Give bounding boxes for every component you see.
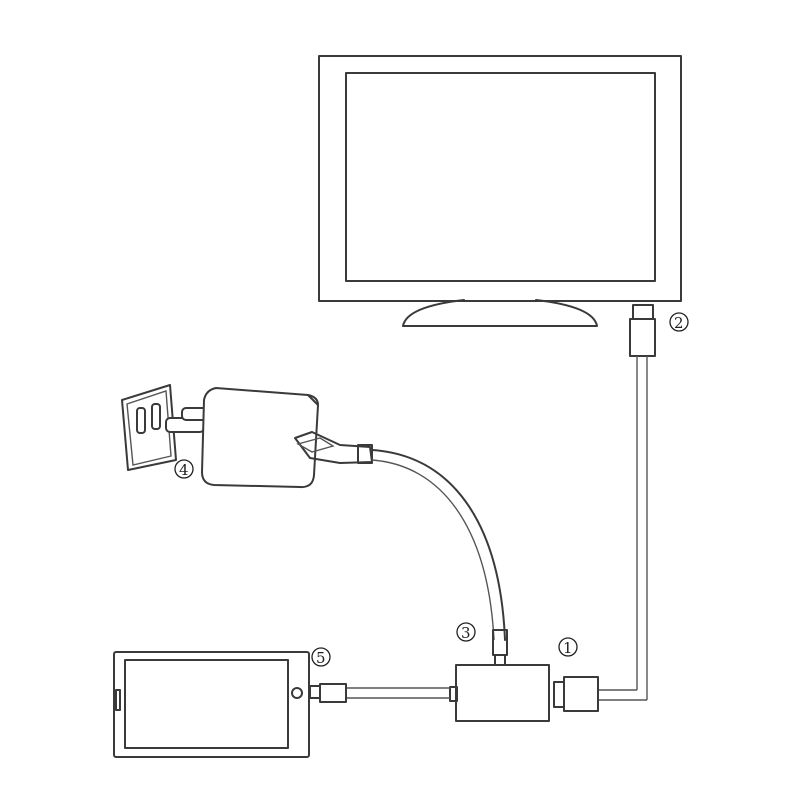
svg-text:2: 2	[674, 314, 684, 332]
tv-stand	[402, 299, 598, 327]
label-4: 4	[174, 459, 194, 479]
label-3: 3	[456, 622, 476, 642]
wall-socket	[121, 384, 177, 471]
svg-text:1: 1	[563, 639, 573, 657]
svg-text:5: 5	[316, 649, 326, 667]
smartphone	[113, 651, 310, 758]
svg-text:4: 4	[179, 461, 189, 479]
tv-monitor	[318, 55, 682, 327]
tv-bezel	[318, 55, 682, 302]
lightning-port	[449, 686, 458, 702]
hdmi-plug-adapter	[553, 676, 599, 712]
label-5: 5	[311, 647, 331, 667]
label-2: 2	[669, 312, 689, 332]
usb-cable	[371, 449, 506, 641]
lightning-plug	[309, 683, 347, 703]
svg-text:3: 3	[461, 624, 471, 642]
power-adapter	[165, 386, 373, 489]
adapter-box	[455, 664, 550, 722]
hdmi-plug-tv	[598, 304, 656, 701]
lightning-cable	[346, 687, 450, 699]
tv-screen	[345, 72, 656, 282]
label-1: 1	[558, 637, 578, 657]
